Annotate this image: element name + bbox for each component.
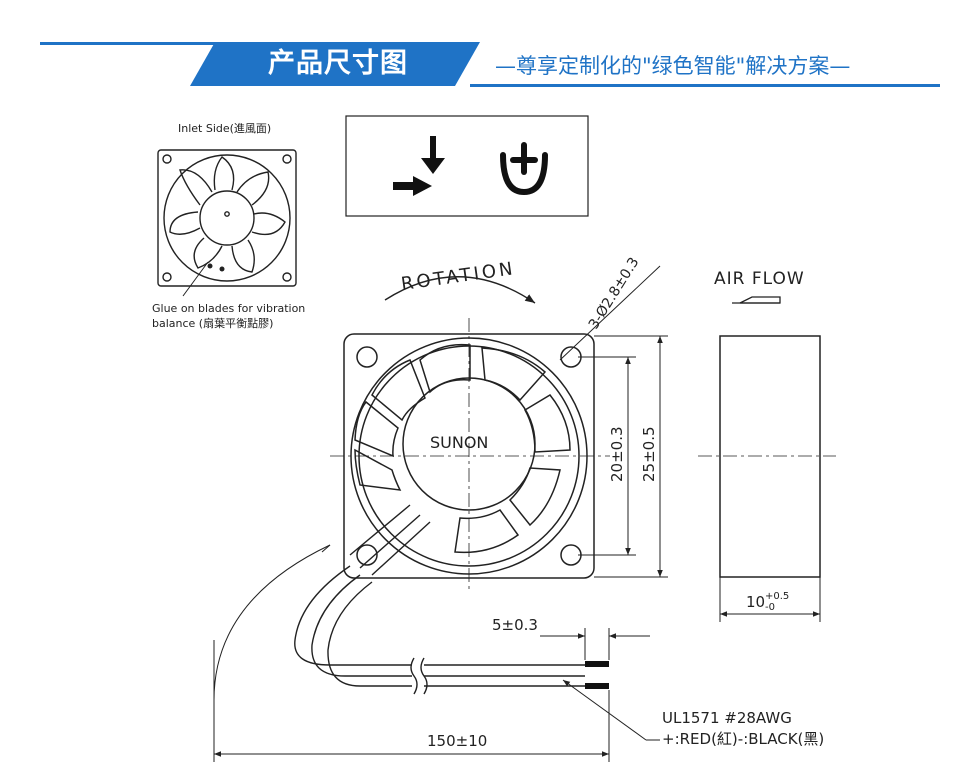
glue-leader-line (182, 261, 209, 297)
cable-wires (294, 565, 585, 695)
inlet-side-fan-view (157, 149, 297, 287)
hole-leader-line (559, 265, 661, 361)
glue-note-line2: balance (扇葉平衡點膠) (152, 316, 273, 330)
dim-thickness-tol-upper: +0.5 (765, 591, 789, 602)
dim-cable-length: 150±10 (427, 732, 487, 750)
direction-arrows-icon (393, 136, 445, 196)
pse-mark-icon (500, 142, 548, 196)
airflow-arrow-icon (739, 296, 781, 304)
page-subtitle: —尊享定制化的"绿色智能"解决方案— (495, 54, 851, 78)
dim-hole-spacing: 20±0.3 (608, 426, 626, 482)
dim-thickness: 10 (746, 593, 765, 611)
fan-side-view (719, 335, 821, 578)
dimension-lines-front (578, 335, 668, 578)
wire-strip-ends (585, 661, 609, 689)
dimension-lines-cable (213, 544, 660, 762)
glue-dot (207, 263, 213, 269)
cable-exit (349, 504, 431, 576)
rotation-arrow (384, 276, 536, 304)
header-rule-left (40, 42, 215, 45)
wire-spec-line2: +:RED(紅)-:BLACK(黑) (662, 730, 824, 748)
dimension-lines-side (719, 577, 821, 622)
hole-spec-label: 3-Ø2.8±0.3 (586, 255, 643, 332)
glue-dot (219, 266, 225, 272)
page-title: 产品尺寸图 (268, 48, 408, 79)
brand-label: SUNON (430, 433, 488, 452)
wire-spec-line1: UL1571 #28AWG (662, 709, 792, 727)
dim-thickness-tol-lower: -0 (765, 602, 775, 613)
header-rule-right (470, 84, 940, 87)
glue-note-line1: Glue on blades for vibration (152, 302, 305, 315)
dim-frame-size: 25±0.5 (640, 426, 658, 482)
airflow-label: AIR FLOW (714, 269, 805, 289)
inlet-side-label: Inlet Side(進風面) (178, 122, 271, 135)
marks-box (345, 115, 589, 217)
title-banner (190, 42, 480, 86)
dim-strip-length: 5±0.3 (492, 616, 538, 634)
